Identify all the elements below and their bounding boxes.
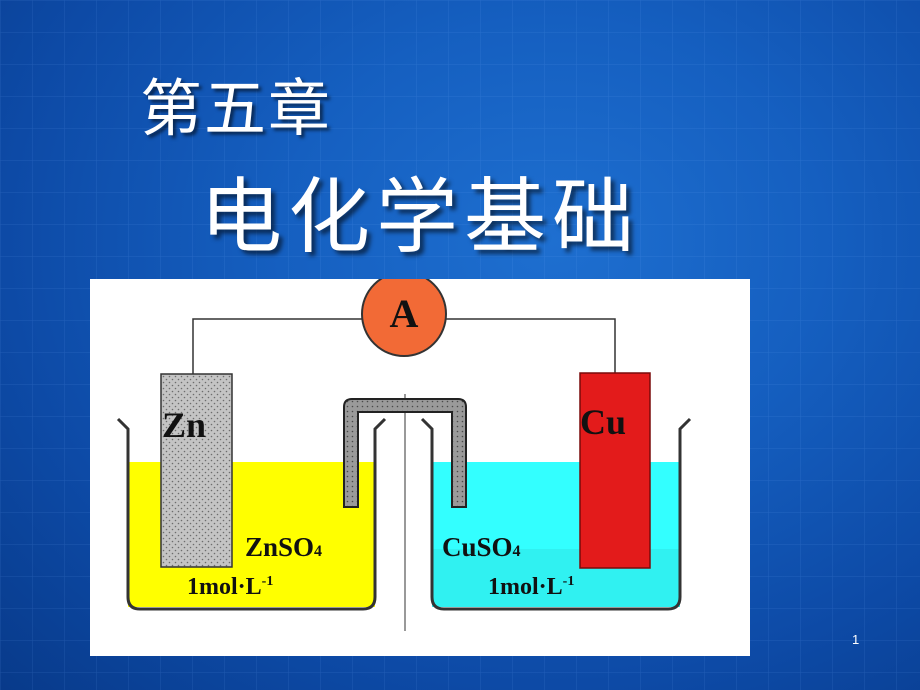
- copper-electrode: [579, 372, 651, 569]
- ammeter-label: A: [390, 291, 419, 336]
- galvanic-cell-diagram: A Zn Cu ZnSO4 CuSO4 1mol·L-1 1mol·L-1: [90, 271, 750, 656]
- chapter-heading: 第五章: [140, 72, 333, 145]
- right-solution-label: CuSO4: [442, 532, 521, 562]
- external-wire: [192, 318, 616, 374]
- salt-bridge: [343, 398, 467, 508]
- zinc-label: Zn: [162, 405, 206, 445]
- copper-label: Cu: [580, 402, 626, 442]
- left-beaker: [116, 417, 387, 611]
- slide-title: 电化学基础: [200, 170, 641, 265]
- right-beaker: [420, 417, 692, 611]
- zinc-electrode: [160, 373, 233, 568]
- page-number: 1: [852, 632, 860, 647]
- left-concentration-label: 1mol·L-1: [187, 574, 273, 600]
- left-solution-label: ZnSO4: [245, 532, 322, 562]
- right-concentration-label: 1mol·L-1: [488, 574, 574, 600]
